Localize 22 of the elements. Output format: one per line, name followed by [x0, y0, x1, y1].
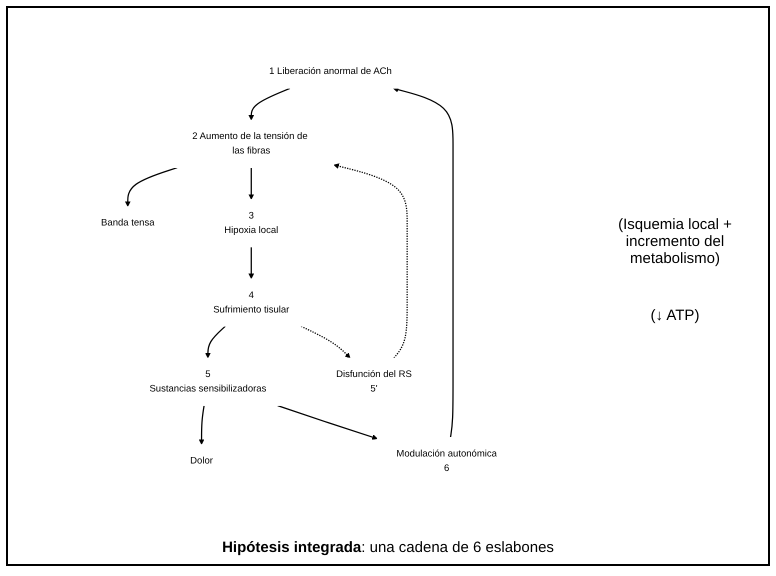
- node-text: Disfunción del RS 5': [336, 368, 412, 394]
- arrow: [393, 86, 454, 437]
- arrow: [198, 405, 205, 444]
- node-text: 5 Sustancias sensibilizadoras: [149, 368, 266, 394]
- caption: Hipótesis integrada: una cadena de 6 eslabones: [221, 538, 555, 558]
- arrow: [205, 325, 226, 358]
- arrow: [300, 325, 350, 358]
- arrow: [248, 167, 254, 200]
- note-text: (↓ ATP): [650, 306, 700, 324]
- node-text: 3 Hipoxia local: [224, 210, 278, 235]
- node-text: 2 Aumento de la tensión de las fibras: [192, 130, 308, 156]
- arrow: [334, 162, 408, 358]
- node-text: 4 Sufrimiento tisular: [213, 289, 290, 314]
- node-text: 1 Liberación anormal de ACh: [269, 65, 392, 76]
- arrow: [124, 166, 178, 206]
- arrow: [248, 246, 254, 278]
- note-text: (Isquemia local + incremento del metabolismo): [617, 216, 733, 266]
- node-text: Modulación autonómica 6: [396, 448, 497, 473]
- arrow: [248, 87, 290, 120]
- node-text: Banda tensa: [101, 216, 154, 228]
- arrow: [277, 404, 378, 440]
- node-text: Dolor: [190, 454, 213, 466]
